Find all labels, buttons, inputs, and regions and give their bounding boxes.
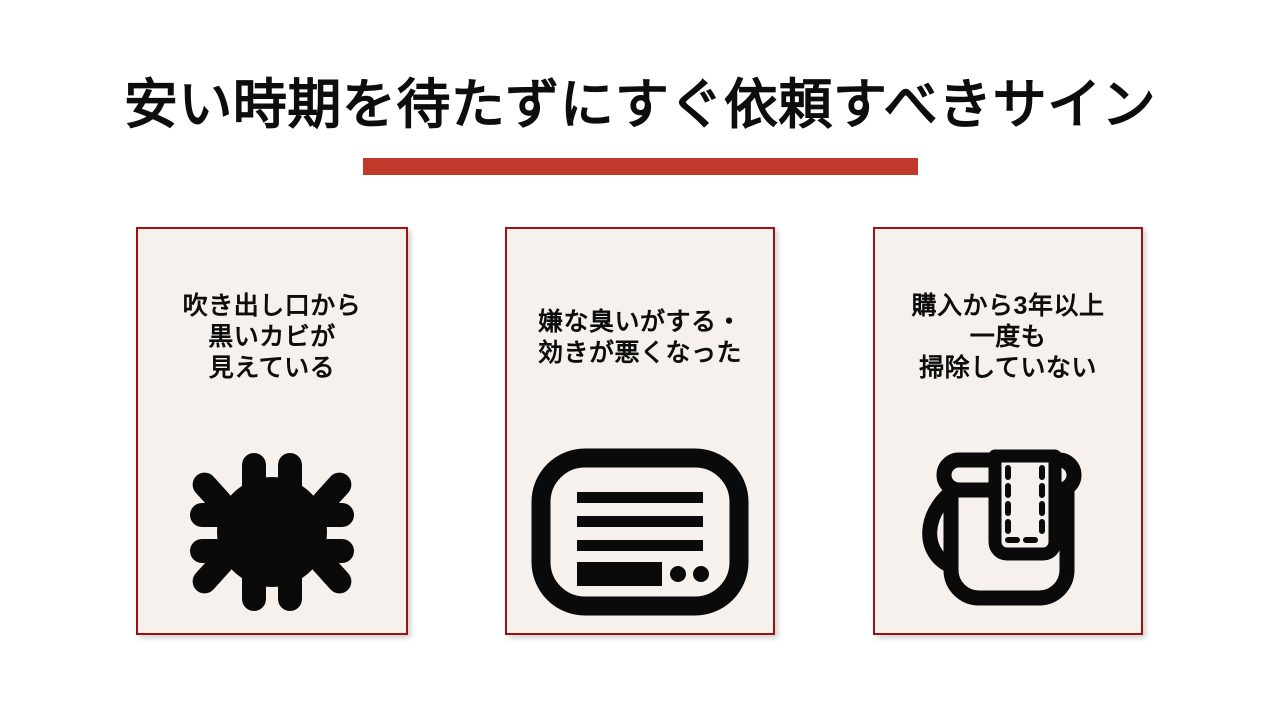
title-block: 安い時期を待たずにすぐ依頼すべきサイン xyxy=(0,78,1280,132)
sign-card-odor[interactable]: 嫌な臭いがする・ 効きが悪くなった xyxy=(505,227,775,635)
mold-splat-icon xyxy=(190,452,354,611)
sign-card-never-cleaned[interactable]: 購入から3年以上 一度も 掃除していない xyxy=(873,227,1143,635)
sign-card-mold-label: 吹き出し口から 黒いカビが 見えている xyxy=(182,292,362,382)
sign-card-odor-icon-wrap xyxy=(507,444,773,619)
sign-card-mold[interactable]: 吹き出し口から 黒いカビが 見えている xyxy=(136,227,408,635)
title-underline-accent xyxy=(363,158,918,175)
cleaning-bucket-icon xyxy=(922,449,1082,605)
sign-card-odor-label: 嫌な臭いがする・ 効きが悪くなった xyxy=(537,308,742,367)
sign-card-never-cleaned-icon-wrap xyxy=(875,444,1141,619)
air-conditioner-icon xyxy=(531,448,749,615)
page-title: 安い時期を待たずにすぐ依頼すべきサイン xyxy=(123,75,1157,135)
sign-card-never-cleaned-label: 購入から3年以上 一度も 掃除していない xyxy=(911,292,1105,382)
sign-card-mold-icon-wrap xyxy=(138,444,406,619)
